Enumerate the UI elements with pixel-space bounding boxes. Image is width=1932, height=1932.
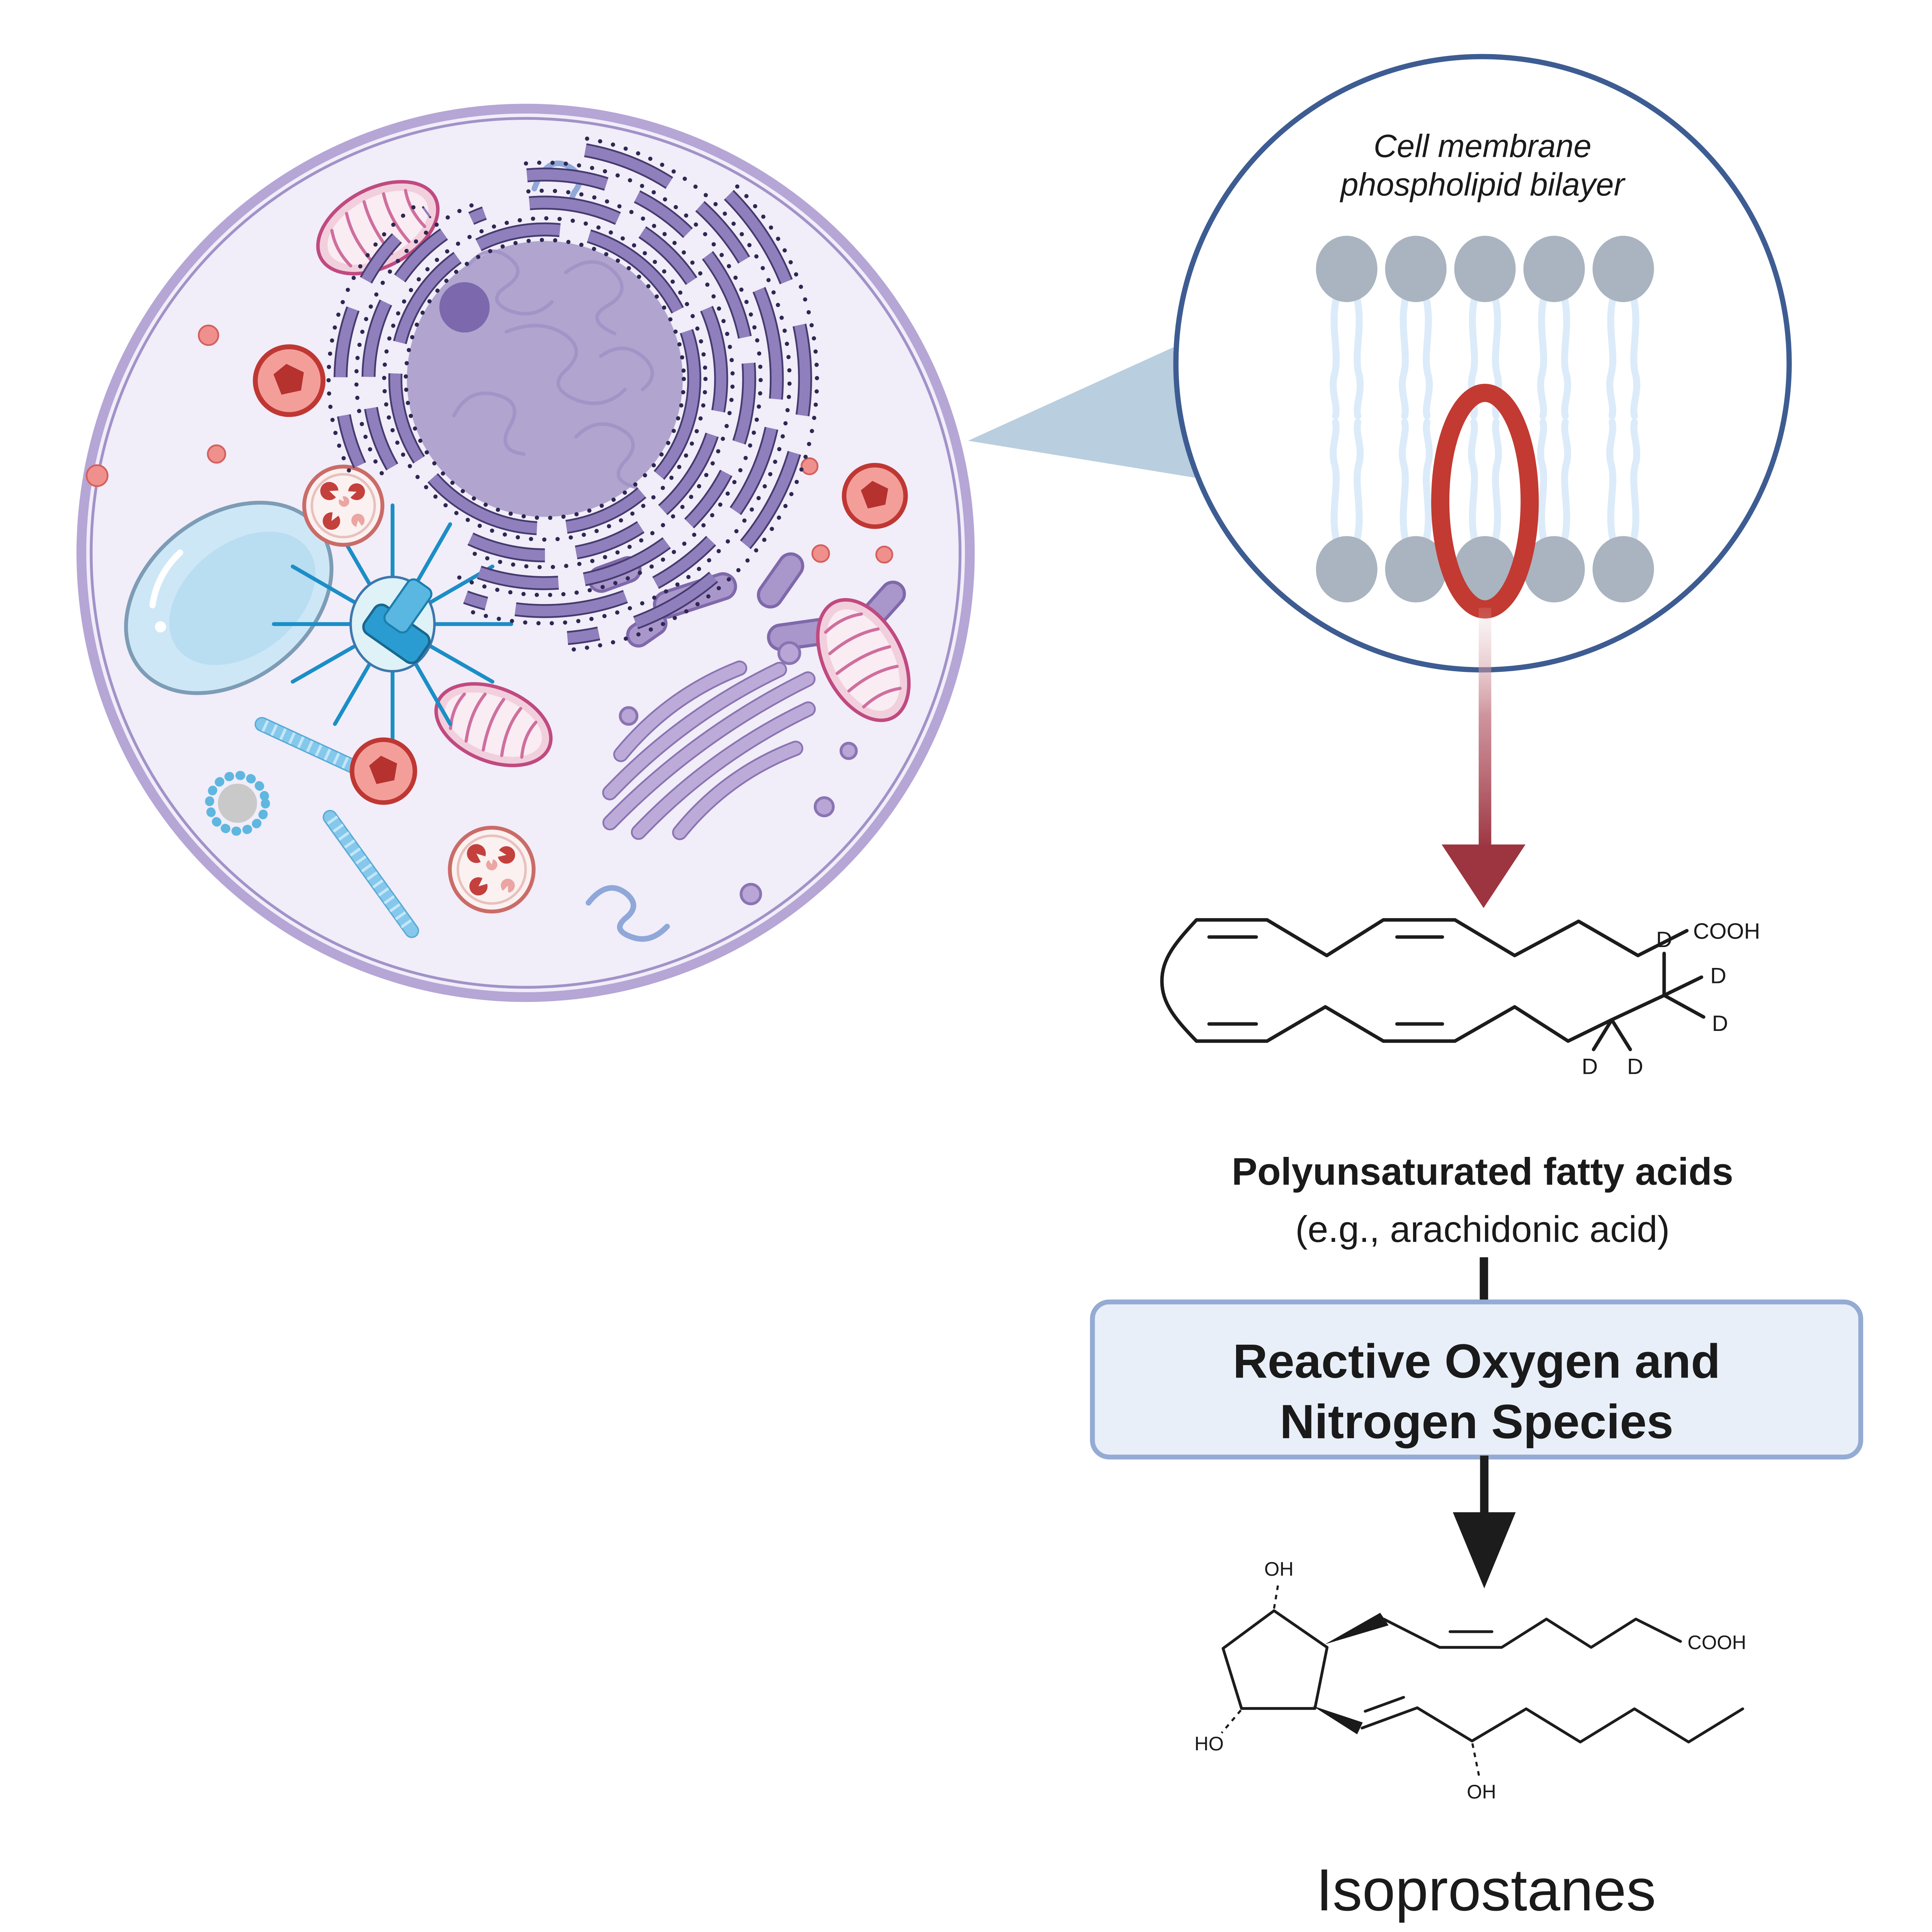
deuterium-bonds	[1592, 951, 1706, 1051]
cooh-label: COOH	[1687, 1631, 1746, 1653]
lysosome	[253, 344, 326, 417]
ros-box-rect	[1090, 1299, 1863, 1460]
golgi-vesicle	[777, 641, 801, 665]
deuterium-label: D	[1627, 1054, 1643, 1079]
vacuole	[124, 500, 333, 695]
secretory-granule	[198, 325, 219, 346]
mitochondrion	[434, 682, 553, 767]
dashed-oh-bond	[1273, 1583, 1279, 1609]
golgi-vesicle	[740, 883, 762, 905]
nucleolus	[439, 282, 490, 333]
ros-box: Reactive Oxygen and Nitrogen Species	[1090, 1299, 1863, 1460]
lysosome	[350, 737, 417, 805]
wedge-bond	[1325, 1612, 1389, 1645]
golgi-apparatus	[602, 641, 858, 905]
ros-box-line2: Nitrogen Species	[1280, 1395, 1673, 1449]
cell-membrane-inner-line	[90, 117, 962, 989]
golgi-vesicle	[619, 706, 639, 726]
isoprostanes-caption: Isoprostanes	[1316, 1857, 1656, 1923]
upper-chain	[1382, 1617, 1682, 1649]
centriole	[383, 578, 433, 634]
deuterium-label: D	[1712, 1011, 1728, 1036]
black-arrowhead	[1452, 1512, 1516, 1588]
zoom-circle-title-line2: phospholipid bilayer	[1339, 167, 1626, 202]
oh-label: OH	[1264, 1558, 1294, 1580]
secretory-granule	[801, 457, 819, 475]
zoom-circle-title-line1: Cell membrane	[1374, 128, 1592, 164]
rough-er	[327, 136, 819, 652]
deuterium-label: D	[1710, 963, 1726, 988]
chromatin	[564, 260, 624, 335]
secretory-granule	[875, 546, 893, 564]
lysosome	[842, 463, 908, 529]
chromatin	[505, 324, 627, 405]
carbon-backbone	[1160, 918, 1689, 1043]
nucleus	[406, 241, 683, 517]
ho-label: HO	[1194, 1733, 1224, 1755]
mitochondrion	[816, 598, 911, 722]
pufa-caption-line1: Polyunsaturated fatty acids	[1232, 1150, 1733, 1193]
deuterium-label: D	[1656, 927, 1672, 952]
phospholipid-heads	[1316, 236, 1654, 603]
double-bond-lines	[1207, 935, 1444, 1026]
ros-box-line1: Reactive Oxygen and	[1233, 1335, 1721, 1388]
red-arrowhead	[1442, 844, 1526, 908]
coated-vesicle	[218, 784, 257, 823]
golgi-vesicle	[839, 742, 858, 760]
chromatin	[452, 391, 526, 456]
vesicle-coat-beads	[205, 770, 270, 836]
nucleoplasm	[406, 241, 683, 517]
centrosome	[272, 503, 514, 745]
cyclopentane-ring	[1221, 1609, 1329, 1710]
trans-double-bond-line	[1364, 1696, 1405, 1713]
golgi-vesicle	[813, 796, 835, 817]
pufa-caption-line2: (e.g., arachidonic acid)	[1295, 1209, 1670, 1250]
wedge-bond	[1312, 1706, 1363, 1735]
isoprostane-structure: OH HO OH COOH	[1194, 1558, 1746, 1803]
red-arrow-membrane-to-pufa	[1442, 607, 1526, 908]
arachidonic-acid-structure: COOH D D D D D	[1160, 918, 1760, 1079]
lower-chain	[1361, 1706, 1744, 1743]
secretory-granule	[811, 544, 830, 563]
oh-label: OH	[1467, 1781, 1496, 1803]
deuterium-label: D	[1582, 1054, 1598, 1079]
secretory-granule	[207, 444, 226, 464]
black-arrow-box-to-isoprostane	[1452, 1456, 1516, 1588]
chromatin	[466, 249, 554, 316]
black-arrow-stem-1	[1480, 1257, 1488, 1304]
phospholipid-bilayer	[1316, 236, 1654, 603]
secretory-granule	[85, 464, 109, 487]
membrane-zoom-circle: Cell membrane phospholipid bilayer	[1173, 54, 1792, 673]
peroxisome	[302, 464, 384, 547]
peroxisome	[448, 826, 536, 913]
actin-filament	[585, 885, 670, 942]
chromatin	[599, 346, 654, 391]
animal-cell-illustration	[76, 104, 975, 1002]
cooh-label: COOH	[1693, 919, 1760, 944]
chromatin	[574, 422, 638, 489]
